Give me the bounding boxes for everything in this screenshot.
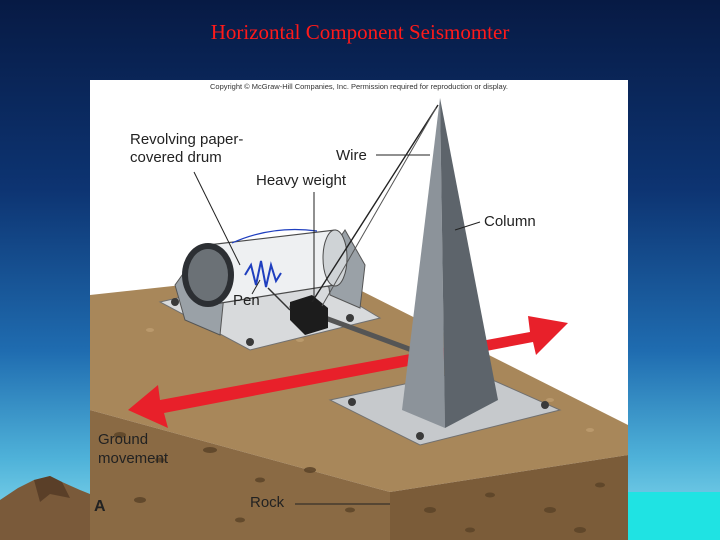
slide-title: Horizontal Component Seismomter bbox=[210, 20, 510, 44]
copyright-notice: Copyright © McGraw-Hill Companies, Inc. … bbox=[210, 82, 508, 91]
column-left-face bbox=[402, 98, 445, 428]
seismometer-figure: Copyright © McGraw-Hill Companies, Inc. … bbox=[90, 80, 628, 540]
panel-letter: A bbox=[94, 498, 106, 515]
label-heavy-weight: Heavy weight bbox=[256, 172, 347, 189]
drum bbox=[182, 228, 348, 307]
label-pen: Pen bbox=[233, 292, 260, 309]
column-right-face bbox=[440, 98, 498, 428]
label-column: Column bbox=[484, 213, 536, 230]
rock-slab-side bbox=[390, 455, 628, 540]
seismometer-drawing bbox=[90, 98, 628, 540]
teal-band-decoration bbox=[628, 492, 720, 540]
heavy-weight bbox=[290, 295, 328, 335]
ground-movement-arrow bbox=[128, 316, 568, 428]
support-wire bbox=[311, 104, 439, 303]
pen-arm bbox=[267, 287, 291, 311]
label-ground-line2: movement bbox=[98, 450, 169, 467]
rock-slab-front bbox=[90, 410, 390, 540]
label-drum-line1: Revolving paper- bbox=[130, 131, 244, 148]
label-drum-line2: covered drum bbox=[130, 149, 222, 166]
label-wire: Wire bbox=[336, 147, 367, 164]
label-ground-line1: Ground bbox=[98, 431, 149, 448]
label-rock: Rock bbox=[250, 494, 285, 511]
